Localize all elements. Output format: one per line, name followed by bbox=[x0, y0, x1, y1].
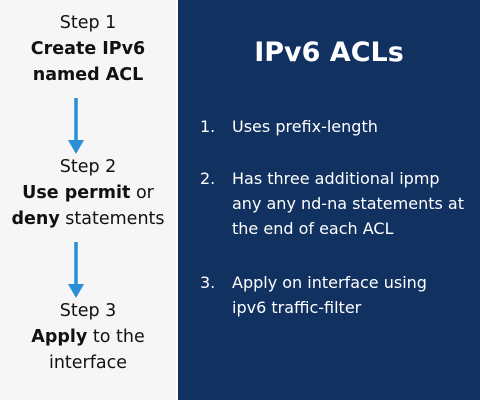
down-arrow-icon bbox=[68, 242, 84, 298]
step-2-line-2-bold: deny bbox=[11, 209, 60, 229]
list-item-number: 1. bbox=[200, 117, 216, 136]
panel-title: IPv6 ACLs bbox=[254, 37, 404, 68]
step-3-line-1-rest: to the bbox=[87, 327, 145, 347]
list-item-text: the end of each ACL bbox=[232, 219, 394, 238]
list-item-number: 2. bbox=[200, 169, 216, 188]
down-arrow-icon bbox=[68, 98, 84, 154]
step-1: Step 1 Create IPv6 named ACL bbox=[0, 10, 176, 88]
acl-info-panel bbox=[178, 0, 480, 400]
step-2: Step 2 Use permit or deny statements bbox=[0, 154, 176, 232]
step-2-line-1-bold: Use permit bbox=[22, 183, 131, 203]
step-1-line-2: named ACL bbox=[32, 65, 144, 85]
step-2-heading: Step 2 bbox=[59, 157, 117, 177]
step-3-heading: Step 3 bbox=[59, 301, 117, 321]
list-item-text: Apply on interface using bbox=[232, 273, 427, 292]
steps-panel bbox=[0, 0, 176, 400]
step-3-line-1-bold: Apply bbox=[31, 327, 88, 347]
step-3-line-2: interface bbox=[48, 353, 128, 373]
list-item-text: Has three additional ipmp bbox=[232, 169, 440, 188]
step-2-line-2-rest: statements bbox=[59, 209, 165, 229]
list-item-number: 3. bbox=[200, 273, 216, 292]
step-3: Step 3 Apply to the interface bbox=[0, 298, 176, 376]
step-1-heading: Step 1 bbox=[59, 13, 117, 33]
step-2-line-1-rest: or bbox=[130, 183, 154, 203]
list-item-text: Uses prefix-length bbox=[232, 117, 378, 136]
step-1-line-1: Create IPv6 bbox=[30, 39, 146, 59]
list-item-text: ipv6 traffic-filter bbox=[232, 298, 362, 317]
list-item-text: any any nd-na statements at bbox=[232, 194, 464, 213]
